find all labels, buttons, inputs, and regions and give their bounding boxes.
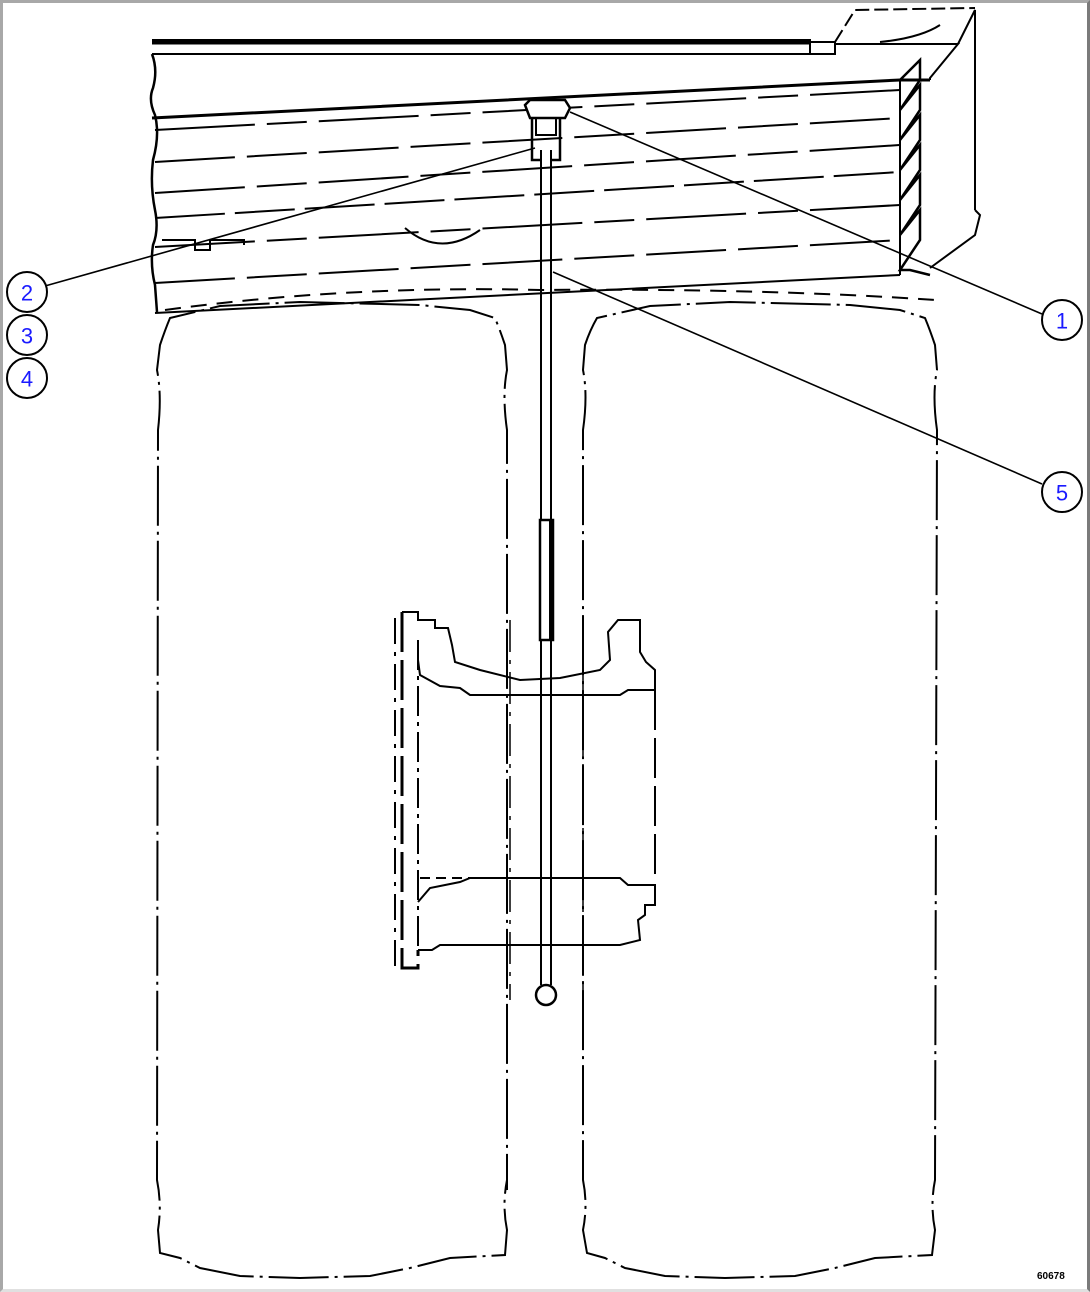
callout-3-label: 3	[21, 324, 33, 349]
leader-line-5	[552, 271, 1043, 485]
callout-3: 3	[6, 314, 48, 356]
callout-2: 2	[6, 271, 48, 313]
callout-4-label: 4	[21, 367, 33, 392]
right-tire	[581, 300, 939, 1280]
leader-line-2	[44, 147, 536, 287]
callout-1: 1	[1041, 299, 1083, 341]
leader-line-1	[569, 111, 1043, 315]
leader-lines	[44, 111, 1043, 485]
vehicle-frame	[149, 7, 982, 314]
callout-5-label: 5	[1056, 481, 1068, 506]
wheel-rim	[394, 611, 656, 1000]
callout-1-label: 1	[1056, 309, 1068, 334]
callout-4: 4	[6, 357, 48, 399]
left-tire	[155, 300, 509, 1280]
figure-id: 60678	[1037, 1271, 1065, 1282]
callout-2-label: 2	[21, 281, 33, 306]
measuring-rod	[534, 150, 558, 1007]
callout-5: 5	[1041, 471, 1083, 513]
